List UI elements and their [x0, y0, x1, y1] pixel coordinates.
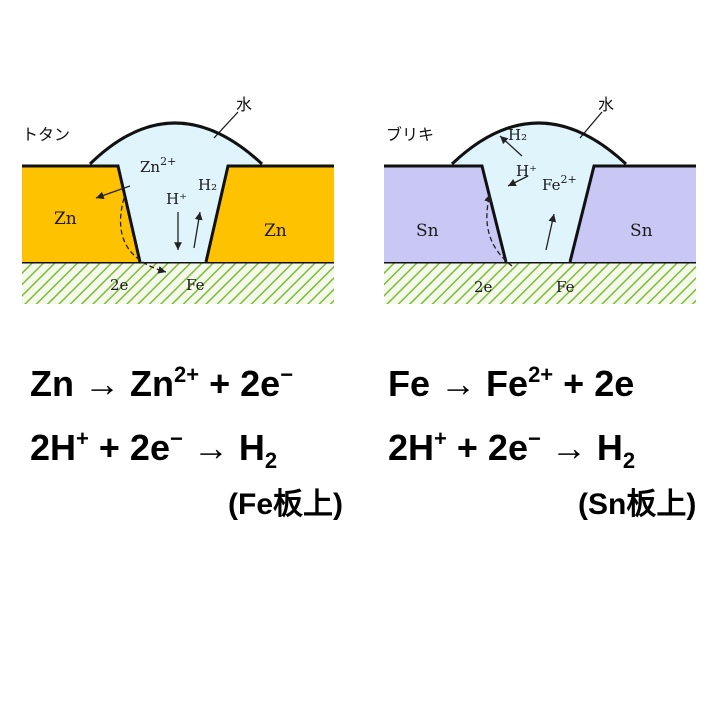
right-equation-1: Fe → Fe2+ + 2e [388, 362, 635, 404]
left-zinc-plate-left [22, 166, 140, 262]
right-ion-label: Fe2+ [542, 173, 577, 194]
right-coating-label-left: Sn [416, 221, 439, 241]
totan-diagram: トタン 水 Zn Zn Zn2+ H⁺ H₂ 2e Fe [22, 95, 334, 304]
right-iron-layer [384, 262, 696, 304]
right-proton-label: H⁺ [516, 162, 537, 180]
right-tin-plate-right [570, 166, 696, 262]
left-ion-label: Zn2+ [140, 155, 176, 176]
left-equation-note: (Fe板上) [228, 488, 343, 521]
right-equation-2: 2H+ + 2e− → H2 [388, 426, 636, 473]
left-equation-2: 2H+ + 2e− → H2 [30, 426, 278, 473]
right-diagram-title: ブリキ [386, 125, 434, 144]
right-electron-label: 2e [474, 278, 493, 296]
right-base-label: Fe [556, 278, 575, 296]
left-coating-label-left: Zn [54, 209, 77, 229]
right-equation-note: (Sn板上) [578, 488, 697, 521]
left-iron-layer [22, 262, 334, 304]
left-gas-label: H₂ [198, 176, 217, 194]
right-coating-label-right: Sn [630, 221, 653, 241]
left-diagram-title: トタン [22, 125, 70, 144]
right-tin-plate-left [384, 166, 506, 262]
left-electron-label: 2e [110, 276, 129, 294]
left-water-label: 水 [236, 95, 252, 114]
left-base-label: Fe [186, 276, 205, 294]
right-water-label: 水 [598, 95, 614, 114]
right-gas-label: H₂ [508, 126, 527, 144]
left-zinc-plate-right [206, 166, 334, 262]
buriki-diagram: ブリキ 水 Sn Sn H₂ H⁺ Fe2+ 2e Fe [384, 95, 696, 304]
left-coating-label-right: Zn [264, 221, 287, 241]
right-water-drop [452, 123, 626, 262]
left-proton-label: H⁺ [166, 190, 187, 208]
left-equation-1: Zn → Zn2+ + 2e− [30, 362, 294, 404]
